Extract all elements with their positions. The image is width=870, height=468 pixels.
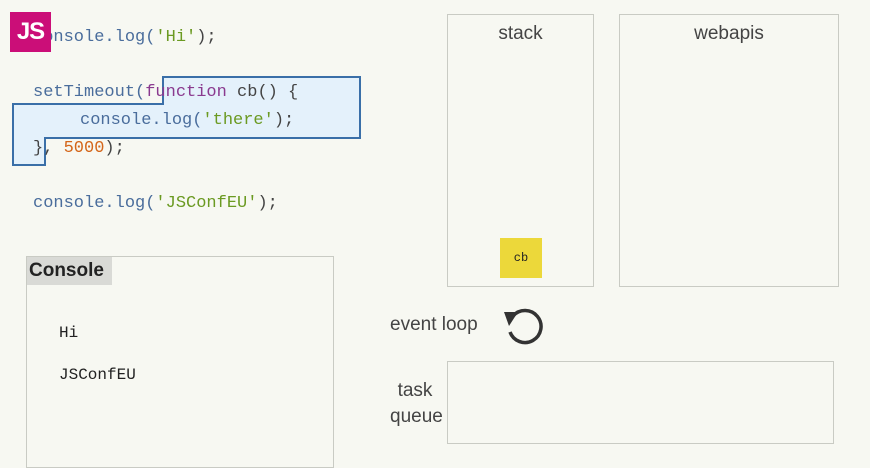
stack-title: stack xyxy=(498,23,543,44)
console-panel: Console Hi JSConfEU xyxy=(26,256,334,468)
code-line-1: console.log('Hi'); xyxy=(33,28,217,47)
webapis-panel: webapis xyxy=(619,14,839,287)
callback-highlight-shape xyxy=(12,76,361,166)
webapis-title: webapis xyxy=(694,23,764,44)
console-line-hi: Hi xyxy=(59,324,79,342)
js-logo: JS xyxy=(10,12,51,52)
task-queue-label: task queue xyxy=(390,380,443,427)
console-line-jsconfeu: JSConfEU xyxy=(59,366,136,384)
code-line-3: console.log('there'); xyxy=(80,111,295,130)
code-line-5: console.log('JSConfEU'); xyxy=(33,194,278,213)
task-queue-panel xyxy=(447,361,834,444)
code-line-2: setTimeout(function cb() { xyxy=(33,83,299,102)
event-loop-icon xyxy=(504,308,543,345)
stack-frame-cb: cb xyxy=(500,238,542,278)
console-title: Console xyxy=(27,257,112,285)
code-line-4: }, 5000); xyxy=(33,139,125,158)
event-loop-label: event loop xyxy=(390,314,478,335)
